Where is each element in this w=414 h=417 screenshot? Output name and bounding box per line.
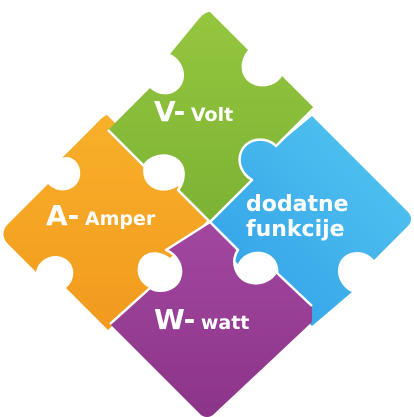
label-amper-prefix: A- bbox=[46, 199, 80, 232]
label-dodatne: dodatne funkcije bbox=[246, 192, 349, 242]
label-amper: A- Amper bbox=[46, 202, 155, 230]
label-dodatne-line1: dodatne bbox=[246, 192, 349, 217]
label-amper-word: Amper bbox=[84, 208, 156, 230]
puzzle-piece-watt bbox=[110, 222, 312, 417]
label-watt-word: watt bbox=[200, 312, 250, 334]
puzzle-piece-dodatne bbox=[210, 116, 411, 326]
label-watt-prefix: W- bbox=[154, 303, 196, 336]
label-dodatne-line2: funkcije bbox=[246, 217, 345, 242]
label-volt: V- Volt bbox=[154, 98, 233, 126]
puzzle-piece-amper bbox=[3, 115, 210, 330]
label-volt-word: Volt bbox=[190, 104, 234, 126]
label-watt: W- watt bbox=[154, 306, 249, 334]
puzzle-seams bbox=[107, 107, 315, 325]
label-volt-prefix: V- bbox=[154, 95, 186, 128]
puzzle-piece-volt bbox=[108, 12, 314, 222]
